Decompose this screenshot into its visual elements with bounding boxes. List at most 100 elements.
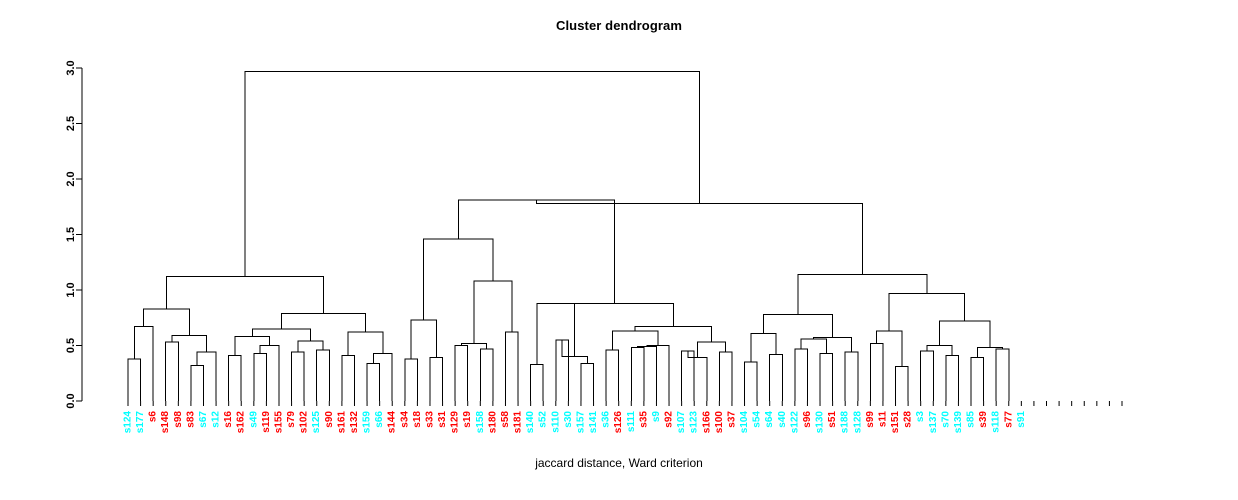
leaf-label: s177 — [135, 411, 146, 434]
leaf-label: s83 — [185, 411, 196, 428]
dendrogram-link — [744, 361, 758, 401]
leaf-label: s144 — [387, 411, 398, 434]
dendrogram-link — [970, 357, 985, 401]
dendrogram-link — [995, 348, 1010, 401]
y-axis-tick-label: 3.0 — [65, 60, 77, 75]
dendrogram-link — [165, 341, 179, 401]
leaf-label: s34 — [399, 411, 410, 428]
leaf-label: s132 — [349, 411, 360, 434]
leaf-label: s19 — [462, 411, 473, 428]
leaf-label: s130 — [815, 411, 826, 434]
leaf-label: s124 — [123, 411, 134, 434]
leaf-label: s159 — [362, 411, 373, 434]
leaf-label: s181 — [513, 411, 524, 434]
dendrogram-link — [244, 70, 700, 277]
dendrogram-link — [920, 350, 934, 401]
leaf-label: s35 — [638, 411, 649, 428]
dendrogram-link — [404, 358, 418, 401]
dendrogram-link — [190, 364, 204, 401]
dendrogram-tree — [127, 70, 1010, 401]
leaf-label: s9 — [651, 411, 662, 423]
dendrogram-link — [253, 352, 267, 401]
dendrogram-link — [687, 351, 708, 401]
leaf-label: s137 — [928, 411, 939, 434]
x-axis-label: jaccard distance, Ward criterion — [535, 456, 703, 470]
leaf-label: s90 — [324, 411, 335, 428]
leaf-label: s54 — [752, 411, 763, 428]
leaf-label: s6 — [148, 411, 159, 423]
dendrogram-link — [876, 330, 903, 367]
dendrogram-link — [819, 352, 834, 401]
dendrogram-link — [347, 331, 384, 356]
leaf-label: s157 — [575, 411, 586, 434]
dendrogram-link — [127, 358, 142, 401]
dendrogram-link — [423, 238, 494, 320]
leaf-label: s85 — [966, 411, 977, 428]
dendrogram-link — [171, 335, 208, 353]
dendrogram-link — [555, 302, 674, 327]
dendrogram-link — [473, 280, 513, 344]
leaf-label: s91 — [1016, 411, 1027, 428]
dendrogram-link — [945, 354, 959, 401]
dendrogram-link — [939, 320, 991, 348]
dendrogram-link — [259, 345, 280, 401]
leaf-label: s98 — [173, 411, 184, 428]
y-axis-tick-label: 0.0 — [65, 393, 77, 408]
leaf-label: s30 — [563, 411, 574, 428]
y-axis-tick-label: 2.0 — [65, 171, 77, 186]
dendrogram-link — [251, 328, 311, 342]
dendrogram-link — [535, 200, 863, 275]
dendrogram-link — [696, 341, 727, 358]
dendrogram-link — [718, 351, 733, 401]
leaf-label: s122 — [789, 411, 800, 434]
leaf-label: s64 — [764, 411, 775, 428]
leaf-label: s28 — [903, 411, 914, 428]
leaf-label: s118 — [991, 411, 1002, 433]
leaf-label: s100 — [714, 411, 725, 434]
leaf-label: s126 — [613, 411, 624, 434]
y-axis-tick-label: 1.0 — [65, 282, 77, 297]
dendrogram-link — [133, 326, 154, 401]
leaf-label: s155 — [273, 411, 284, 434]
leaf-label: s3 — [915, 411, 926, 423]
dendrogram-link — [637, 346, 657, 401]
leaf-label: s162 — [236, 411, 247, 434]
dendrogram-link — [926, 345, 953, 356]
dendrogram-link — [895, 366, 909, 401]
dendrogram-link — [366, 362, 381, 401]
dendrogram-link — [291, 351, 305, 401]
dendrogram-link — [316, 349, 330, 401]
dendrogram-link — [630, 347, 645, 401]
dendrogram-link — [646, 345, 670, 401]
dendrogram-link — [341, 354, 355, 401]
leaf-label: s52 — [538, 411, 549, 428]
dendrogram-link — [479, 348, 494, 401]
leaf-label: s99 — [865, 411, 876, 428]
leaf-label: s180 — [487, 411, 498, 434]
y-axis-tick-label: 1.5 — [65, 227, 77, 242]
dendrogram-link — [228, 354, 242, 401]
leaf-label: s151 — [890, 411, 901, 434]
dendrogram-link — [196, 351, 217, 401]
leaf-label: s33 — [424, 411, 435, 428]
dendrogram-link — [460, 342, 488, 349]
leaf-label: s36 — [601, 411, 612, 428]
dendrogram-link — [869, 342, 884, 401]
leaf-label: s70 — [940, 411, 951, 428]
dendrogram-link — [813, 337, 852, 353]
leaf-label: s123 — [689, 411, 700, 434]
leaf-label: s158 — [475, 411, 486, 434]
leaf-label: s107 — [676, 411, 687, 434]
dendrogram-link — [504, 331, 519, 401]
dendrogram-link — [457, 199, 616, 304]
leaf-label: s92 — [664, 411, 675, 428]
leaf-label: s125 — [311, 411, 322, 434]
leaf-label: s49 — [248, 411, 259, 428]
leaf-label: s161 — [336, 411, 347, 434]
leaf-label: s11 — [877, 411, 888, 428]
leaf-label: s111 — [626, 411, 637, 433]
leaf-label: s16 — [223, 411, 234, 428]
dendrogram-link — [143, 308, 190, 336]
leaf-label: s140 — [525, 411, 536, 434]
